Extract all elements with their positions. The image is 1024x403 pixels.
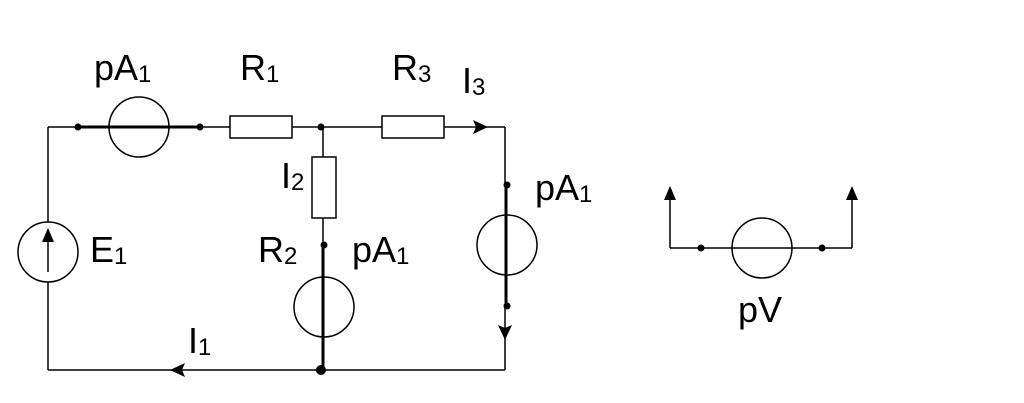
- terminal-dot: [74, 123, 82, 131]
- terminal-dot: [503, 302, 511, 310]
- label-i3: I3: [462, 60, 485, 101]
- terminal-dot: [503, 181, 511, 189]
- node-dot: [317, 123, 325, 131]
- resistor-r2: [311, 156, 337, 219]
- label-i2: I2: [281, 155, 304, 196]
- label-r3: R3: [392, 47, 431, 88]
- label-e1: E1: [90, 229, 127, 270]
- label-ammeter-top: pA1: [94, 47, 151, 88]
- current-arrow-i1: [170, 363, 185, 377]
- terminal-dot: [320, 241, 328, 249]
- terminal-dot: [196, 123, 204, 131]
- current-arrow-i3: [473, 120, 488, 134]
- terminal-dot: [818, 244, 826, 252]
- ammeter-top: [74, 96, 204, 158]
- resistor-r3: [381, 115, 445, 139]
- label-i1: I1: [188, 320, 211, 361]
- ammeter-mid: [293, 241, 355, 370]
- resistor-r1: [229, 115, 293, 139]
- terminal-dot: [697, 244, 705, 252]
- ammeter-right: [476, 181, 538, 310]
- label-ammeter-mid: pA1: [352, 229, 409, 270]
- emf-source-e1: [17, 221, 79, 283]
- label-ammeter-right: pA1: [535, 167, 592, 208]
- label-r1: R1: [240, 47, 279, 88]
- voltmeter-symbol: [664, 186, 858, 279]
- label-voltmeter: pV: [738, 289, 782, 330]
- current-arrow-right: [498, 325, 512, 340]
- node-dot: [316, 365, 326, 375]
- label-r2: R2: [258, 229, 297, 270]
- circuit-wires: [47, 126, 506, 371]
